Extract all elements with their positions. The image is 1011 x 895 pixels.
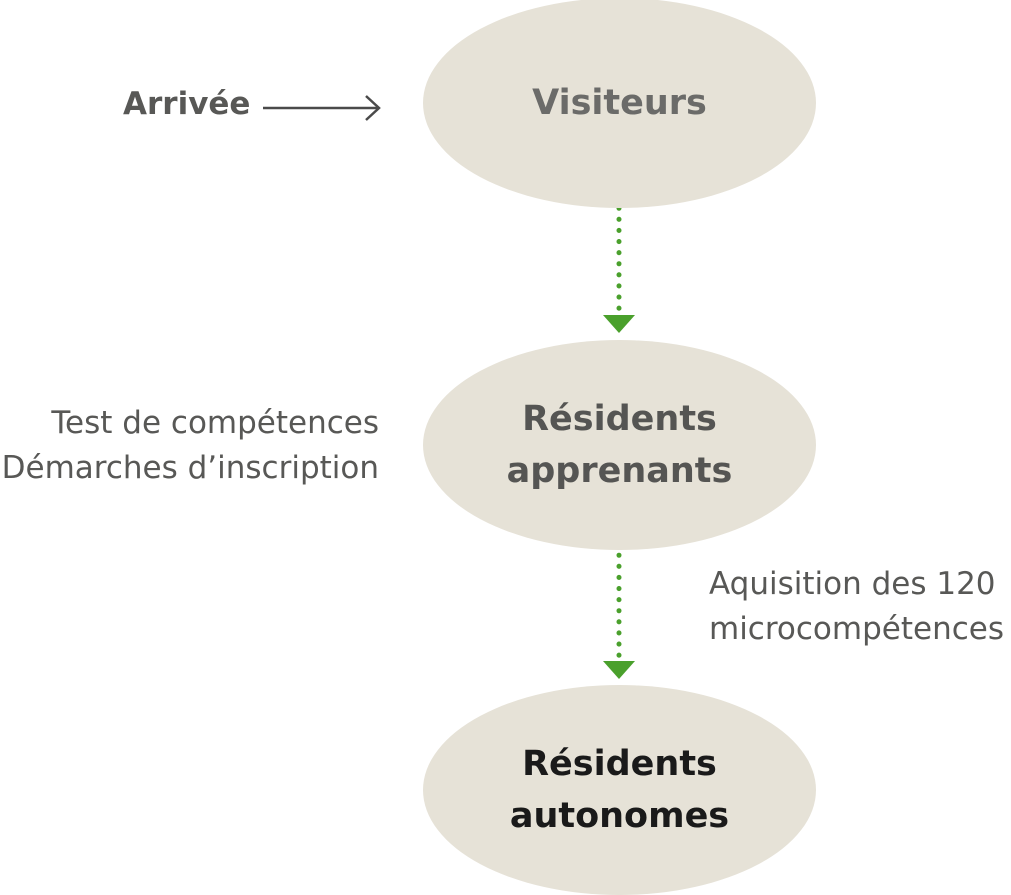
- node-residents-autonomes: Résidents autonomes: [423, 685, 816, 895]
- node-label-line-1: Résidents: [522, 744, 717, 784]
- dotted-arrow-down-icon: [603, 530, 635, 679]
- node-label-line-1: Résidents: [522, 399, 717, 439]
- dotted-arrow-down-icon: [603, 183, 635, 333]
- node-visiteurs: Visiteurs: [423, 0, 816, 208]
- step1-annotation: Test de compétences Démarches d’inscript…: [2, 401, 379, 491]
- arrival-label: Arrivée: [123, 86, 251, 122]
- node-residents-autonomes-label: Résidents autonomes: [510, 738, 729, 842]
- arrow-right-icon: [263, 95, 381, 121]
- step2-annotation: Aquisition des 120 microcompétences: [709, 562, 1004, 652]
- node-visiteurs-label: Visiteurs: [532, 83, 707, 123]
- node-label-line-2: autonomes: [509, 796, 730, 836]
- annotation-line-1: Aquisition des 120: [709, 566, 996, 602]
- node-label-line-2: apprenants: [506, 451, 733, 491]
- node-residents-apprenants-label: Résidents apprenants: [507, 393, 733, 497]
- annotation-line-2: Démarches d’inscription: [1, 450, 379, 486]
- annotation-line-2: microcompétences: [709, 611, 1004, 647]
- node-residents-apprenants: Résidents apprenants: [423, 340, 816, 550]
- annotation-line-1: Test de compétences: [51, 405, 379, 441]
